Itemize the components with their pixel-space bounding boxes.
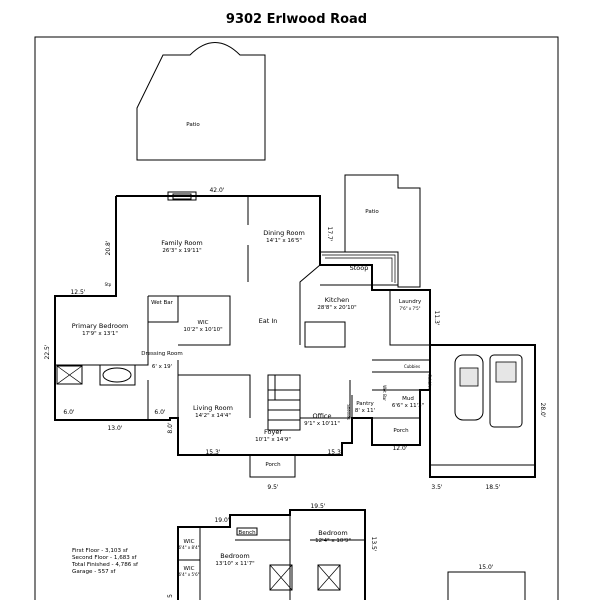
label-wic-main: WIC: [198, 320, 209, 326]
size-bedroom-1: 13'10" x 11'7": [215, 561, 254, 567]
size-office: 9'1" x 10'11": [304, 421, 340, 427]
dim-upper-left: 5: [167, 594, 174, 598]
size-wic-upper-2: 6'4" x 5'6": [179, 572, 200, 577]
dim-office-bottom: 15.3': [327, 449, 342, 456]
dim-garage-right: 28.0': [539, 402, 546, 417]
summary-second-floor: Second Floor - 1,683 sf: [72, 555, 138, 561]
size-family-room: 26'3" x 19'11": [162, 248, 201, 254]
page-frame: [34, 36, 559, 600]
shower-upper-2: [317, 564, 341, 591]
size-primary-bedroom: 17'9" x 13'1": [82, 331, 118, 337]
label-bench: Bench: [238, 530, 256, 536]
shower-upper-1: [269, 564, 293, 591]
label-bedroom-1: Bedroom: [220, 552, 249, 560]
label-mud: Mud: [402, 396, 414, 402]
size-kitchen: 28'8" x 20'10": [317, 305, 356, 311]
shower: [56, 365, 83, 385]
label-stp: Stp: [105, 282, 112, 287]
dim-living-bottom: 15.3': [205, 449, 220, 456]
dim-upper-top-right: 19.5': [310, 503, 325, 510]
dim-upper-top: 19.0': [214, 517, 229, 524]
label-laundry: Laundry: [399, 299, 422, 305]
bathtub: [99, 364, 136, 386]
size-dressing-room: 6' x 19': [152, 364, 172, 370]
car-1: [454, 354, 484, 421]
size-bedroom-2: 12'4" x 10'9": [315, 538, 351, 544]
label-dressing-room: Dressing Room: [141, 351, 182, 357]
car-2: [489, 354, 523, 428]
size-wic-upper-1: 6'4" x 8'4": [179, 545, 200, 550]
dim-garage-bottom: 18.5': [485, 484, 500, 491]
label-dining-room: Dining Room: [263, 229, 305, 237]
dim-dining-right: 17.7': [326, 226, 333, 241]
dim-primary-bottom-right: 6.0': [154, 409, 166, 416]
label-wic-upper-1: WIC: [184, 539, 195, 545]
label-porch-front: Porch: [265, 462, 281, 468]
garage: [429, 344, 536, 478]
label-wet-bar-vertical: Wet Bar: [382, 385, 387, 401]
dim-family-top: 42.0': [209, 187, 224, 194]
label-living-room: Living Room: [193, 404, 233, 412]
label-cubbies: Cubbies: [404, 364, 420, 369]
size-pantry: 8' x 11': [355, 408, 375, 414]
dim-primary-top: 12.5': [70, 289, 85, 296]
front-porch: [249, 454, 296, 478]
fireplace: [167, 191, 197, 201]
summary-total-finished: Total Finished - 4,786 sf: [71, 562, 139, 568]
label-shelves: Shelves: [346, 404, 351, 420]
label-cubbies-vertical: Cubbies: [427, 374, 432, 390]
dim-garage-bottom-left: 3.5': [431, 484, 443, 491]
size-laundry: 7'6" x 7'5": [400, 306, 421, 311]
dim-porch-bottom: 9.5': [267, 484, 279, 491]
label-wet-bar: Wet Bar: [151, 300, 174, 306]
dim-small-top: 15.0': [478, 564, 493, 571]
label-bedroom-2: Bedroom: [318, 529, 347, 537]
label-family-room: Family Room: [161, 239, 203, 247]
label-stoop: Stoop: [350, 264, 369, 272]
dim-laundry-right: 11.3': [433, 310, 440, 325]
dim-primary-left: 22.5': [44, 344, 51, 359]
label-porch-right: Porch: [393, 428, 409, 434]
dim-family-left: 20.8': [105, 240, 112, 255]
size-dining-room: 14'1" x 16'5": [266, 238, 302, 244]
size-living-room: 14'2" x 14'4": [195, 413, 231, 419]
size-foyer: 10'1" x 14'9": [255, 437, 291, 443]
kitchen-island: [304, 321, 346, 348]
patio-outline: [136, 42, 266, 161]
dim-living-left: 8.0': [167, 422, 174, 434]
size-mud: 6'6" x 11'3": [392, 403, 424, 409]
size-wic-main: 10'2" x 10'10": [183, 327, 222, 333]
label-office: Office: [313, 412, 332, 420]
dim-upper-right: 13.5': [370, 536, 377, 551]
label-pantry: Pantry: [356, 401, 374, 407]
stairs: [267, 374, 301, 431]
label-primary-bedroom: Primary Bedroom: [72, 322, 129, 330]
dim-primary-bottom-left: 6.0': [63, 409, 75, 416]
small-structure: [447, 571, 526, 600]
summary-first-floor: First Floor - 3,103 sf: [72, 548, 129, 554]
dim-porch-right: 12.0': [392, 445, 407, 452]
label-eat-in: Eat In: [259, 317, 278, 325]
label-kitchen: Kitchen: [325, 296, 349, 304]
label-patio-right: Patio: [365, 209, 379, 215]
upper-floor-walls: [177, 509, 366, 600]
stoop-outline: [320, 251, 399, 286]
plan-title: 9302 Erlwood Road: [225, 12, 368, 27]
summary-garage: Garage - 557 sf: [72, 569, 116, 575]
label-foyer: Foyer: [264, 428, 282, 436]
dim-primary-bottom: 13.0': [107, 425, 122, 432]
label-patio-top: Patio: [186, 122, 200, 128]
label-wic-upper-2: WIC: [184, 566, 195, 572]
